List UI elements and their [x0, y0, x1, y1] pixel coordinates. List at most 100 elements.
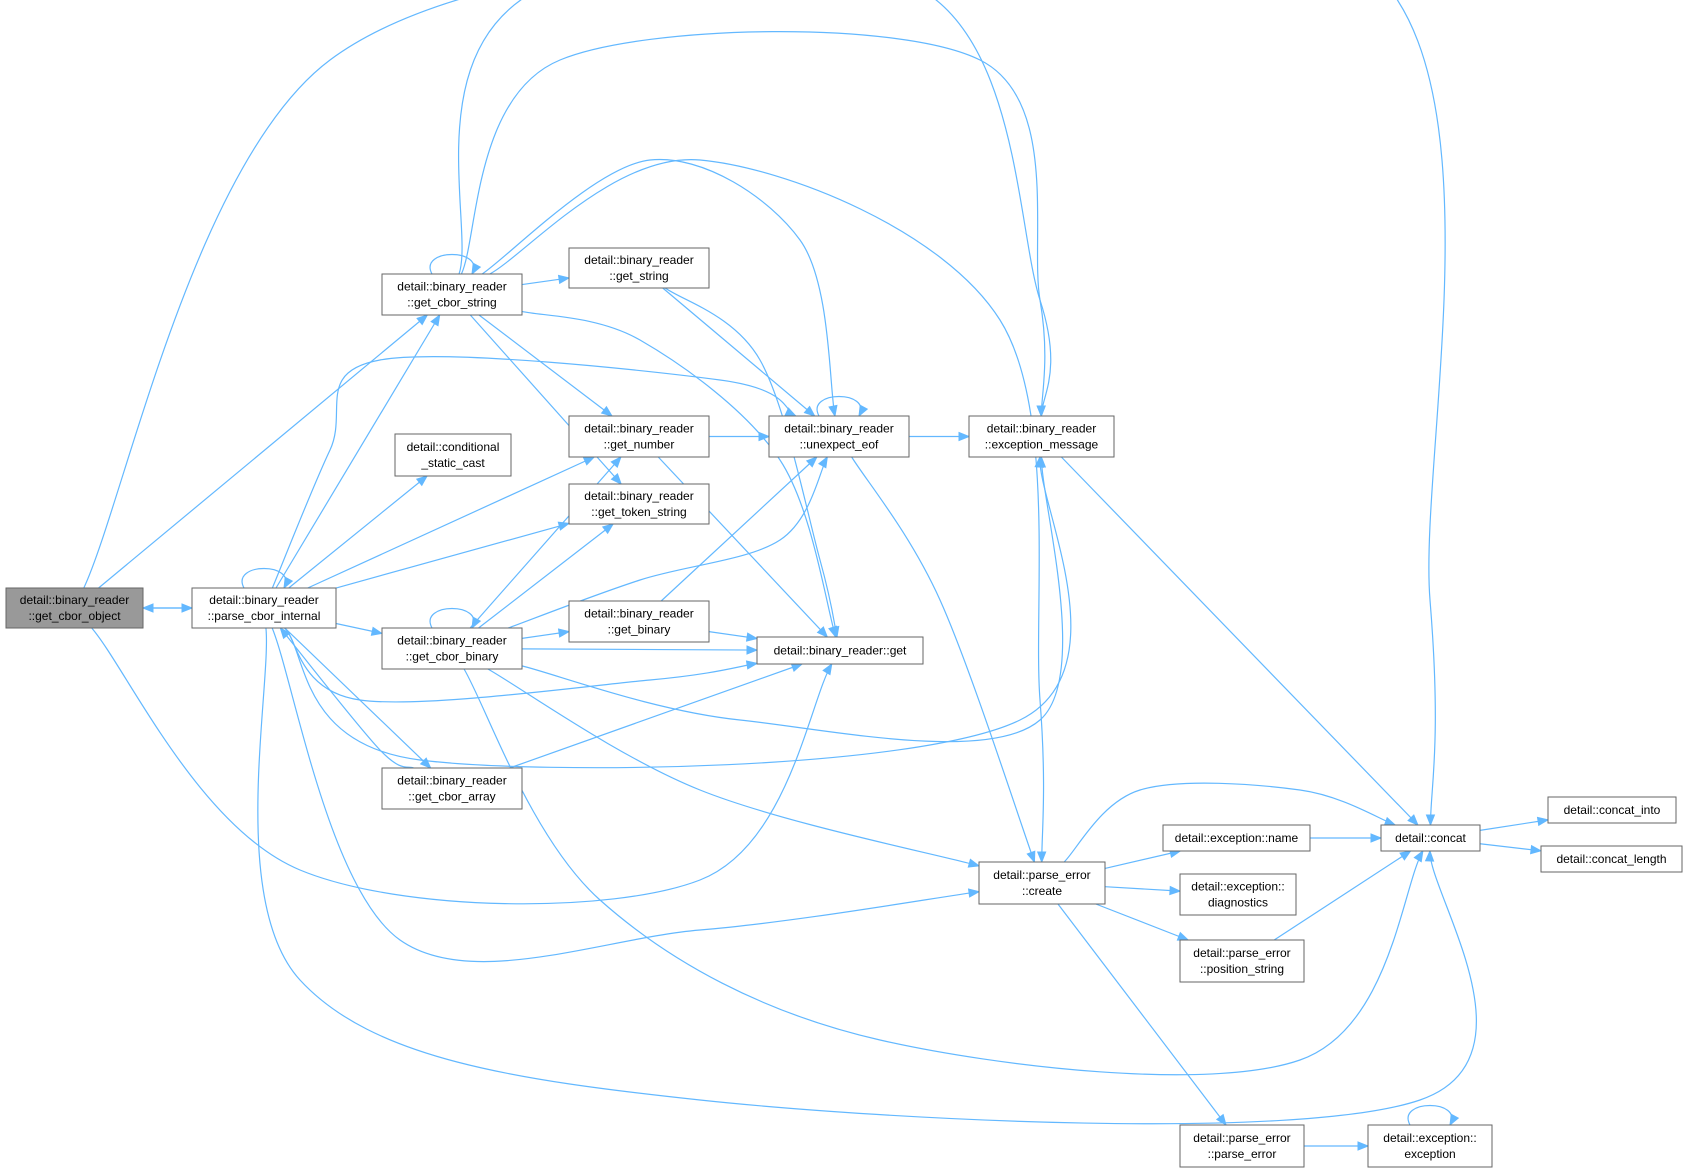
edge-arrowhead-parse_cbor_internal-to-unexpect_eof [784, 407, 798, 417]
node-box [968, 415, 1115, 458]
node-label-line: detail::parse_error [1193, 946, 1290, 960]
edge-get_cbor_binary-to-unexpect_eof [508, 456, 828, 629]
node-get-cbor-binary[interactable]: detail::binary_reader::get_cbor_binary [381, 627, 523, 670]
node-box [381, 273, 523, 316]
edge-get_cbor_binary-to-exception_message [521, 456, 1064, 743]
node-conditional-static-cast[interactable]: detail::conditional_static_cast [394, 433, 512, 477]
edge-get_cbor_string-to-get_cbor_string [429, 253, 475, 275]
node-parse-cbor-internal[interactable]: detail::binary_reader::parse_cbor_intern… [191, 587, 337, 629]
edge-parse_cbor_internal-to-get_cbor_array [284, 627, 432, 769]
node-get-string[interactable]: detail::binary_reader::get_string [568, 247, 710, 289]
node-concat[interactable]: detail::concat [1380, 824, 1481, 852]
node-get[interactable]: detail::binary_reader::get [756, 636, 924, 665]
edge-arrowhead-parse_error_create-to-exception_diagnostics [1169, 885, 1182, 896]
node-label-line: _static_cast [420, 456, 485, 470]
node-label-line: ::get_number [604, 438, 675, 452]
edge-parse_cbor_internal-to-get [284, 627, 758, 703]
edges-layer [83, 0, 1550, 1151]
edge-arrowhead-get_cbor_binary-to-parse_error_create [967, 858, 981, 868]
node-get-number[interactable]: detail::binary_reader::get_number [568, 415, 710, 458]
edge-arrowhead-get_cbor_string-to-concat [1425, 814, 1436, 827]
edge-arrowhead-exception_name-to-concat [1370, 833, 1383, 843]
edge-unexpect_eof-to-unexpect_eof [816, 395, 862, 417]
edge-get_cbor_binary-to-get_token_string [478, 523, 614, 629]
edge-exception_ctor-to-exception_ctor [1407, 1104, 1453, 1126]
node-label-line: detail::binary_reader [20, 593, 129, 607]
node-concat-into[interactable]: detail::concat_into [1547, 796, 1677, 824]
edge-arrowhead-get_number-to-unexpect_eof [758, 431, 771, 442]
edge-arrowhead-parse_error_create-to-parse_error_ctor [1215, 1113, 1227, 1127]
node-position-string[interactable]: detail::parse_error::position_string [1179, 939, 1305, 983]
edge-arrowhead-get_cbor_string-to-unexpect_eof [828, 404, 838, 418]
node-label-line: ::get_cbor_array [408, 790, 495, 804]
edge-arrowhead-parse_error_ctor-to-exception_ctor [1357, 1141, 1370, 1151]
node-box [381, 767, 523, 810]
node-get-cbor-string[interactable]: detail::binary_reader::get_cbor_string [381, 273, 523, 316]
edge-arrowhead-get_cbor_array-to-get [790, 663, 804, 672]
edge-arrowhead-get_cbor_string-to-get_cbor_string [471, 262, 482, 276]
edge-get_cbor_string-to-parse_error_create [489, 159, 1045, 863]
edge-parse_cbor_internal-to-get_number [307, 456, 595, 589]
node-box [1367, 1124, 1493, 1168]
node-get-cbor-array[interactable]: detail::binary_reader::get_cbor_array [381, 767, 523, 810]
edge-arrowhead-get_cbor_binary-to-get_cbor_binary [471, 616, 482, 630]
edge-parse_error_create-to-position_string [1095, 903, 1189, 941]
node-get-binary[interactable]: detail::binary_reader::get_binary [568, 600, 710, 643]
edge-unexpect_eof-to-parse_error_create [851, 456, 1035, 863]
edge-arrowhead-get_cbor_object-to-get_cbor_string [416, 314, 429, 326]
node-label-line: ::get_cbor_binary [406, 650, 499, 664]
node-box [394, 433, 512, 477]
node-unexpect-eof[interactable]: detail::binary_reader::unexpect_eof [768, 415, 910, 458]
node-exception-ctor[interactable]: detail::exception::exception [1367, 1124, 1493, 1168]
node-box [568, 415, 710, 458]
edge-arrowhead-get_string-to-unexpect_eof [803, 405, 816, 417]
node-parse-error-create[interactable]: detail::parse_error::create [978, 861, 1106, 905]
node-label-line: ::get_token_string [591, 505, 686, 519]
node-parse-error-ctor[interactable]: detail::parse_error::parse_error [1179, 1124, 1305, 1168]
edge-get_cbor_string-to-unexpect_eof [481, 158, 836, 417]
edge-arrowhead-get_string-to-get [830, 625, 840, 639]
edge-arrowhead-exception_message-to-concat [1407, 814, 1419, 826]
edge-arrowhead-get_binary-to-unexpect_eof [805, 456, 818, 468]
edge-parse_cbor_internal-to-parse_error_create [271, 627, 980, 963]
node-get-token-string[interactable]: detail::binary_reader::get_token_string [568, 483, 710, 525]
node-exception-diagnostics[interactable]: detail::exception::diagnostics [1179, 873, 1297, 916]
node-label-line: ::parse_error [1208, 1147, 1277, 1161]
node-box [1179, 939, 1305, 983]
node-label-line: detail::binary_reader [584, 253, 693, 267]
node-exception-name[interactable]: detail::exception::name [1162, 824, 1311, 852]
nodes-layer: detail::binary_reader::get_cbor_objectde… [5, 247, 1683, 1168]
edge-arrowhead-get_cbor_binary-to-unexpect_eof [817, 455, 828, 469]
node-get-cbor-object[interactable]: detail::binary_reader::get_cbor_object [5, 587, 144, 629]
edge-parse_cbor_internal-to-conditional_static_cast [288, 475, 428, 589]
node-concat-length[interactable]: detail::concat_length [1540, 845, 1683, 873]
node-box [1547, 796, 1677, 824]
edge-parse_cbor_internal-to-unexpect_eof [271, 356, 797, 589]
node-label-line: detail::binary_reader [397, 774, 506, 788]
edge-parse_cbor_internal-to-concat [257, 627, 1477, 1125]
edge-get_cbor_string-to-concat [457, 0, 1446, 826]
edge-arrowhead-get_cbor_string-to-get_token_string [610, 473, 623, 486]
edge-get_cbor_array-to-parse_cbor_internal [279, 627, 414, 769]
edge-parse_error_create-to-exception_name [1104, 850, 1181, 870]
edge-get_cbor_binary-to-concat [463, 668, 1424, 1076]
edge-parse_error_create-to-concat [1063, 782, 1396, 863]
edge-arrowhead-get_cbor_binary-to-get_token_string [601, 523, 615, 535]
edge-get_cbor_binary-to-get_cbor_binary [429, 607, 475, 629]
node-box [1540, 845, 1683, 873]
node-box [1179, 1124, 1305, 1168]
node-label-line: ::create [1022, 884, 1062, 898]
node-label-line: detail::exception:: [1191, 880, 1284, 894]
edge-arrowhead-parse_cbor_internal-to-parse_error_create [967, 888, 981, 898]
edge-arrowhead-parse_error_create-to-position_string [1176, 931, 1190, 941]
edge-arrowhead-parse_cbor_internal-to-get_cbor_object [141, 603, 154, 613]
node-label-line: ::get_binary [608, 623, 671, 637]
edge-arrowhead-concat-to-concat_length [1530, 844, 1543, 855]
edge-arrowhead-unexpect_eof-to-unexpect_eof [858, 404, 869, 418]
node-exception-message[interactable]: detail::binary_reader::exception_message [968, 415, 1115, 458]
node-label-line: ::get_cbor_object [28, 609, 121, 623]
edge-parse_cbor_internal-to-get_cbor_string [275, 314, 441, 589]
node-label-line: ::position_string [1200, 962, 1284, 976]
edge-arrowhead-parse_cbor_internal-to-get_cbor_array [419, 757, 432, 769]
node-label-line: ::parse_cbor_internal [208, 609, 321, 623]
